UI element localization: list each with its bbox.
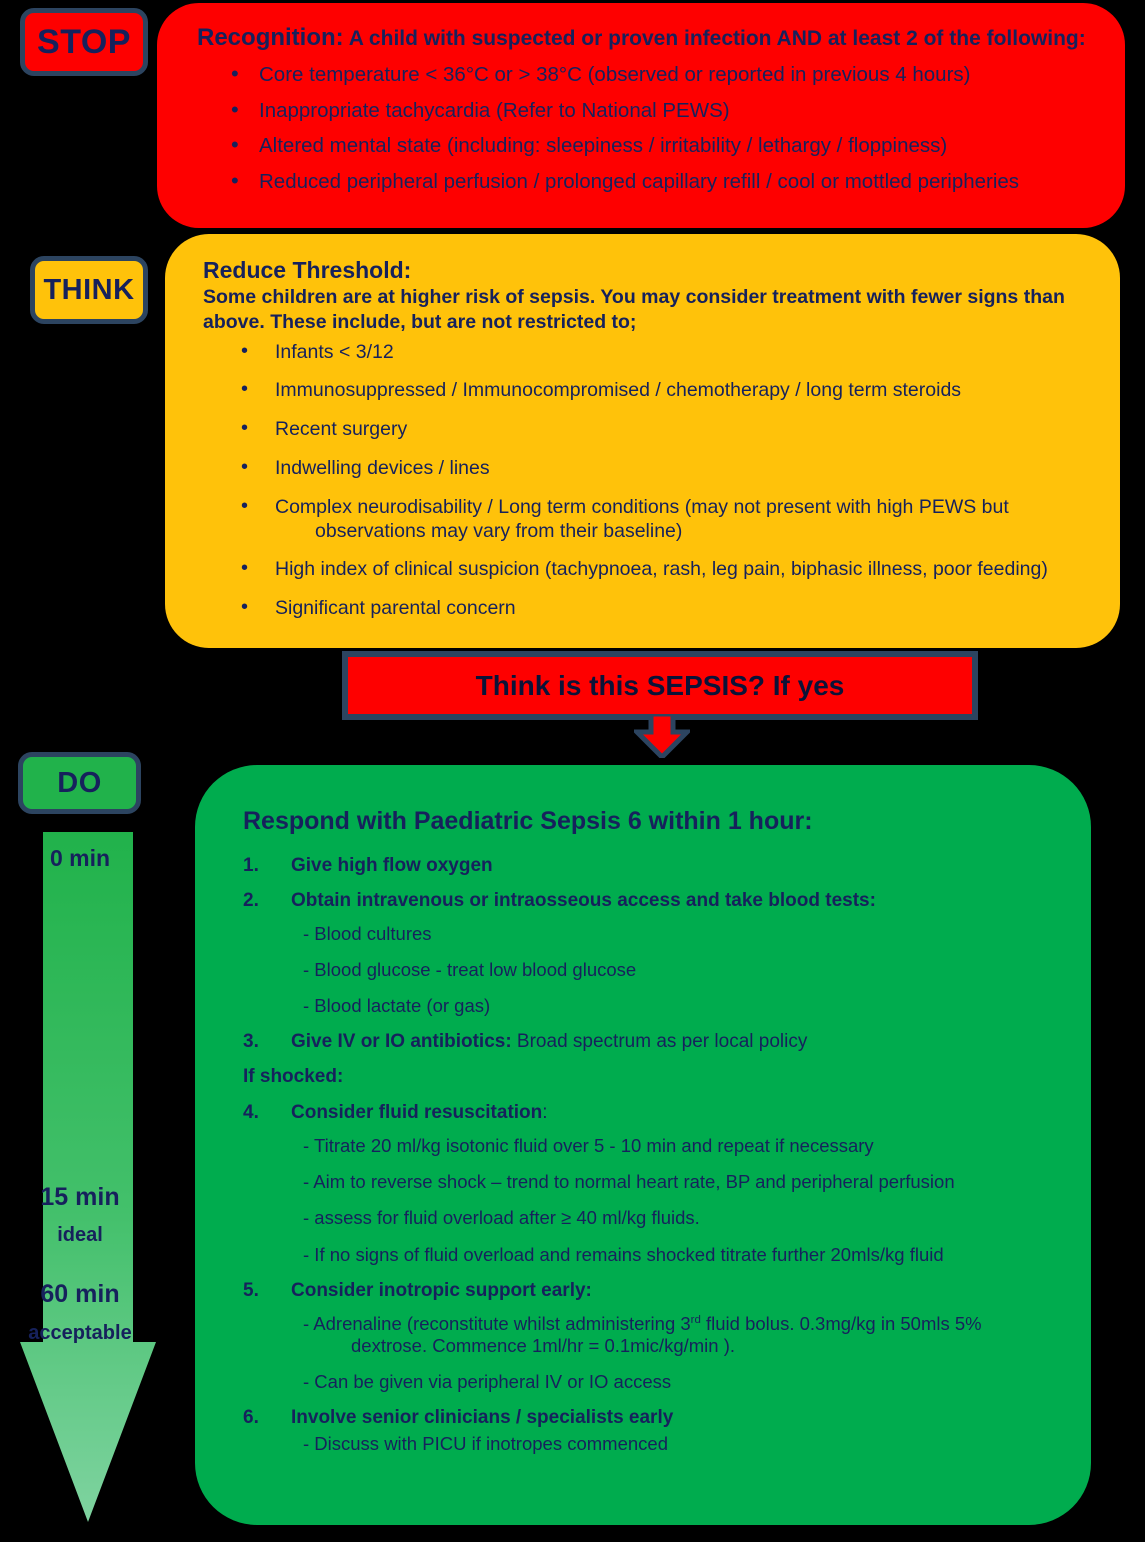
- timeline-label-ideal: ideal: [57, 1224, 103, 1246]
- step-sub-list: - Adrenaline (reconstitute whilst admini…: [291, 1313, 1067, 1394]
- recognition-headline: Recognition: A child with suspected or p…: [197, 24, 1099, 51]
- step-bold: Consider inotropic support early:: [291, 1279, 592, 1301]
- stage-badge-stop: STOP: [20, 8, 148, 76]
- sepsis-question-text: Think is this SEPSIS? If yes: [475, 669, 845, 701]
- sub-item: - If no signs of fluid overload and rema…: [303, 1243, 944, 1265]
- step-text: Give high flow oxygen: [291, 855, 493, 876]
- recognition-panel: Recognition: A child with suspected or p…: [157, 3, 1125, 228]
- step-item: 5. Consider inotropic support early: - A…: [243, 1280, 1067, 1393]
- step-bold: Consider fluid resuscitation: [291, 1102, 543, 1124]
- list-item: Recent surgery: [241, 416, 1094, 442]
- recognition-criteria-list: Core temperature < 36°C or > 38°C (obser…: [197, 63, 1099, 193]
- reduce-threshold-subtitle: Some children are at higher risk of seps…: [203, 285, 1065, 333]
- sepsis-six-steps-shocked: 4. Consider fluid resuscitation: - Titra…: [243, 1102, 1067, 1455]
- recognition-headline-text: A child with suspected or proven infecti…: [343, 27, 1086, 50]
- stage-badge-do: DO: [18, 752, 141, 814]
- step-item: 4. Consider fluid resuscitation: - Titra…: [243, 1102, 1067, 1266]
- step-text: Involve senior clinicians / specialists …: [291, 1407, 673, 1428]
- recognition-lead-label: Recognition:: [197, 24, 344, 51]
- list-item-text: Indwelling devices / lines: [275, 457, 490, 479]
- step-item: 3. Give IV or IO antibiotics: Broad spec…: [243, 1031, 1067, 1053]
- list-item: Complex neurodisability / Long term cond…: [241, 494, 1094, 544]
- sub-item-continuation: dextrose. Commence 1ml/hr = 0.1mic/kg/mi…: [351, 1334, 736, 1356]
- step-bold: Obtain intravenous or intraosseous acces…: [291, 889, 876, 911]
- step-number: 6.: [243, 1407, 259, 1429]
- list-item: High index of clinical suspicion (tachyp…: [241, 556, 1094, 582]
- list-item-text: Complex neurodisability / Long term cond…: [275, 495, 1009, 518]
- list-item-continuation: observations may vary from their baselin…: [315, 519, 683, 542]
- list-item: Indwelling devices / lines: [241, 455, 1094, 481]
- step-plain: Broad spectrum as per local policy: [511, 1031, 808, 1053]
- step-item: 2. Obtain intravenous or intraosseous ac…: [243, 890, 1067, 1017]
- down-arrow-icon: [634, 714, 690, 758]
- sepsis-question-banner: Think is this SEPSIS? If yes: [342, 651, 978, 720]
- list-item-text: Significant parental concern: [275, 597, 516, 620]
- sub-item: - Adrenaline (reconstitute whilst admini…: [303, 1313, 1067, 1357]
- sub-item: - Blood glucose - treat low blood glucos…: [303, 958, 637, 980]
- sub-item: - Blood lactate (or gas): [303, 995, 491, 1017]
- reduce-threshold-panel: Reduce Threshold: Some children are at h…: [165, 234, 1120, 648]
- list-item: Significant parental concern: [241, 595, 1094, 621]
- sepsis-six-steps: 1. Give high flow oxygen 2. Obtain intra…: [243, 855, 1067, 1053]
- step-item: 1. Give high flow oxygen: [243, 855, 1067, 877]
- step-number: 1.: [243, 855, 259, 876]
- step-sub-list: - Blood cultures - Blood glucose - treat…: [291, 923, 1067, 1018]
- list-item-text: Immunosuppressed / Immunocompromised / c…: [275, 379, 962, 402]
- reduce-threshold-title: Reduce Threshold:: [203, 257, 412, 283]
- step-sub-list: - Titrate 20 ml/kg isotonic fluid over 5…: [291, 1135, 1067, 1266]
- respond-panel: Respond with Paediatric Sepsis 6 within …: [195, 765, 1091, 1525]
- list-item: Inappropriate tachycardia (Refer to Nati…: [231, 99, 1099, 122]
- step-item: 6. Involve senior clinicians / specialis…: [243, 1407, 1067, 1455]
- step-number: 5.: [243, 1279, 259, 1301]
- list-item: Reduced peripheral perfusion / prolonged…: [231, 170, 1099, 193]
- step-bold: Involve senior clinicians / specialists …: [291, 1407, 674, 1429]
- sub-item: - Aim to reverse shock – trend to normal…: [303, 1171, 955, 1193]
- list-item-text: Infants < 3/12: [275, 340, 394, 363]
- step-text: Consider fluid resuscitation:: [291, 1102, 548, 1123]
- timeline-label-60min: 60 min: [40, 1280, 120, 1308]
- timeline-arrow: [20, 832, 180, 1532]
- sub-item-text: - Adrenaline (reconstitute whilst admini…: [303, 1312, 982, 1334]
- stage-badge-do-label: DO: [57, 766, 102, 799]
- step-number: 2.: [243, 889, 259, 911]
- step-text: Obtain intravenous or intraosseous acces…: [291, 890, 876, 911]
- list-item-text: High index of clinical suspicion (tachyp…: [275, 558, 1048, 581]
- sub-item: - Can be given via peripheral IV or IO a…: [303, 1370, 672, 1392]
- stage-badge-think: THINK: [30, 256, 148, 324]
- step-text: Consider inotropic support early:: [291, 1280, 592, 1301]
- list-item: Infants < 3/12: [241, 339, 1094, 365]
- stage-badge-stop-label: STOP: [37, 22, 131, 61]
- sub-item: - assess for fluid overload after ≥ 40 m…: [303, 1207, 700, 1229]
- risk-factor-list: Infants < 3/12 Immunosuppressed / Immuno…: [203, 339, 1094, 621]
- list-item: Core temperature < 36°C or > 38°C (obser…: [231, 63, 1099, 86]
- step-plain: :: [542, 1102, 548, 1124]
- if-shocked-label: If shocked:: [243, 1066, 344, 1088]
- list-item: Altered mental state (including: sleepin…: [231, 134, 1099, 157]
- timeline-label-acceptable: acceptable: [28, 1322, 132, 1344]
- sub-item: - Titrate 20 ml/kg isotonic fluid over 5…: [303, 1134, 874, 1156]
- step-bold: Give high flow oxygen: [291, 855, 493, 876]
- step-number: 4.: [243, 1102, 259, 1124]
- list-item: Immunosuppressed / Immunocompromised / c…: [241, 377, 1094, 403]
- respond-title: Respond with Paediatric Sepsis 6 within …: [243, 807, 813, 835]
- stage-badge-think-label: THINK: [43, 273, 135, 306]
- timeline-label-15min: 15 min: [40, 1183, 120, 1211]
- list-item-text: Recent surgery: [275, 418, 408, 441]
- step-bold: Give IV or IO antibiotics:: [291, 1031, 512, 1053]
- step-number: 3.: [243, 1031, 259, 1053]
- sub-item: - Blood cultures: [303, 922, 432, 944]
- timeline-arrow-shape: [20, 832, 156, 1522]
- timeline-label-0min: 0 min: [49, 845, 111, 871]
- sub-item: - Discuss with PICU if inotropes commenc…: [303, 1432, 668, 1454]
- step-text: Give IV or IO antibiotics: Broad spectru…: [291, 1031, 807, 1052]
- step-sub-list: - Discuss with PICU if inotropes commenc…: [291, 1433, 1067, 1455]
